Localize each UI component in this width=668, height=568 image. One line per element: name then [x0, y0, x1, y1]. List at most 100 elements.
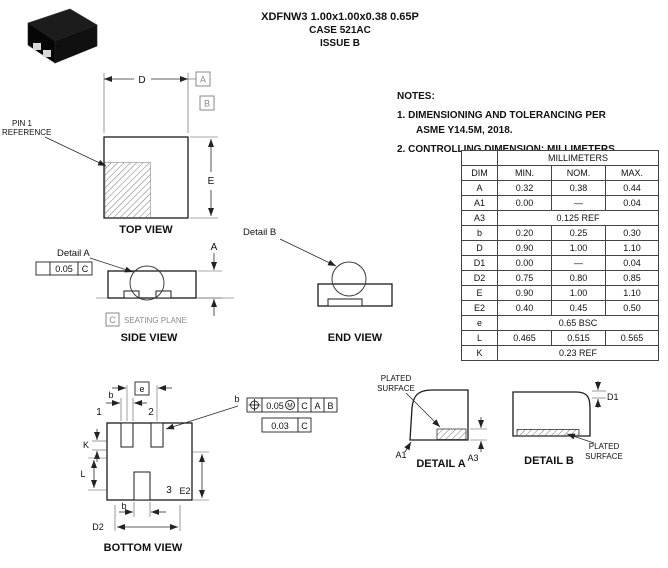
cell-dim: E2 [461, 300, 498, 316]
dim-label-a-upper: A [211, 242, 218, 253]
dim-label-k: K [83, 440, 89, 450]
table-row: E 0.90 1.00 1.10 [461, 285, 659, 301]
detail-a-callout-label: Detail A [57, 248, 90, 259]
fcf-flat-tolerance: 0.03 [271, 421, 289, 431]
pin1-reference-label-2: REFERENCE [2, 128, 51, 137]
cell-min: 0.20 [497, 225, 552, 241]
cell-min: 0.32 [497, 180, 552, 196]
cell-dim: E [461, 285, 498, 301]
fcf-datum-cell [77, 261, 93, 276]
cell-max: 0.50 [605, 300, 659, 316]
top-view: D A B E PIN 1 REFERENCE TOP VIEW [2, 71, 218, 236]
dim-label-e2: E2 [179, 486, 190, 496]
detail-a-callout-circle [129, 265, 165, 301]
cell-min: 0.465 [497, 330, 552, 346]
cell-dim: D2 [461, 270, 498, 286]
side-view-outline [107, 270, 197, 299]
table-row: MILLIMETERS [461, 150, 659, 166]
table-unit-header: MILLIMETERS [497, 150, 659, 166]
cell-max: 0.04 [605, 195, 659, 211]
drawing-title: XDFNW3 1.00x1.00x0.38 0.65P [261, 11, 419, 23]
fcf-pos-tolerance: 0.05 [266, 401, 284, 411]
datum-label-a: A [200, 75, 206, 85]
cell-min: 0.40 [497, 300, 552, 316]
dimensions-table-wrap: MILLIMETERS DIM MIN. NOM. MAX. A 0.32 0.… [461, 150, 659, 361]
bottom-view-title: BOTTOM VIEW [104, 542, 183, 554]
bottom-pad-1 [120, 422, 134, 448]
bottom-pad-3 [133, 471, 151, 501]
dim-label-d2: D2 [92, 522, 104, 532]
leader-line [165, 405, 239, 430]
package-3d [27, 8, 98, 64]
table-row: A3 0.125 REF [461, 210, 659, 226]
note-1-line-1: 1. DIMENSIONING AND TOLERANCING PER [397, 110, 607, 121]
dim-label-b-leader: b [234, 394, 239, 404]
cell-nom: — [551, 195, 606, 211]
cell-dim: K [461, 345, 498, 361]
fcf-datum-cell [323, 397, 338, 413]
detail-b: D1 PLATED SURFACE DETAIL B [512, 381, 623, 467]
table-row: b 0.20 0.25 0.30 [461, 225, 659, 241]
dim-label-b-top: b [108, 390, 113, 400]
side-view: Detail A 0.05 C A C SEATING PLANE SIDE V… [35, 242, 234, 344]
leader-line [89, 257, 134, 273]
cell-dim: L [461, 330, 498, 346]
detail-a: PLATED SURFACE A1 A3 DETAIL A [377, 374, 487, 470]
detail-b-outline [512, 391, 591, 437]
end-view-pad [327, 298, 363, 307]
note-1-line-2: ASME Y14.5M, 2018. [416, 125, 513, 136]
cell-span: 0.65 BSC [497, 315, 659, 331]
pin-label-3: 3 [166, 485, 172, 496]
table-row: K 0.23 REF [461, 345, 659, 361]
col-header-dim: DIM [461, 165, 498, 181]
pin1-reference-label-1: PIN 1 [12, 119, 33, 128]
bottom-pad-2 [150, 422, 164, 448]
cell-max: 0.44 [605, 180, 659, 196]
basic-dim-box [134, 381, 150, 396]
leader-line [566, 433, 595, 444]
cell-min: 0.00 [497, 255, 552, 271]
detail-a-title: DETAIL A [416, 458, 465, 470]
fcf-pos-datum-1: C [301, 401, 308, 411]
col-header-nom: NOM. [551, 165, 606, 181]
detail-b-plated-pad [516, 429, 580, 437]
note-2: 2. CONTROLLING DIMENSION: MILLIMETERS [397, 144, 615, 155]
dim-label-l: L [80, 469, 85, 479]
side-view-pad [155, 290, 172, 299]
cell-dim: D1 [461, 255, 498, 271]
leader-line [404, 441, 412, 453]
plated-surface-label-2: SURFACE [377, 384, 415, 393]
cell-min: 0.90 [497, 240, 552, 256]
chip-pad [43, 50, 51, 57]
cell-nom: 1.00 [551, 240, 606, 256]
dim-label-d: D [138, 75, 145, 86]
cell-max: 0.565 [605, 330, 659, 346]
table-row: D 0.90 1.00 1.10 [461, 240, 659, 256]
table-row: D1 0.00 — 0.04 [461, 255, 659, 271]
cell-max: 0.04 [605, 255, 659, 271]
dim-label-pitch: e [139, 384, 144, 394]
fcf-pos-datum-2: A [314, 401, 320, 411]
dim-label-d1: D1 [607, 392, 619, 402]
bottom-view: 1 2 3 e b K L E2 b [80, 381, 209, 554]
leader-line [44, 136, 107, 167]
cell-min: 0.75 [497, 270, 552, 286]
table-row: L 0.465 0.515 0.565 [461, 330, 659, 346]
cell-dim: A1 [461, 195, 498, 211]
title-block: XDFNW3 1.00x1.00x0.38 0.65P CASE 521AC I… [261, 11, 419, 49]
cell-dim: e [461, 315, 498, 331]
datum-box-c [105, 312, 120, 327]
datum-box-b [199, 95, 215, 111]
table-row: A 0.32 0.38 0.44 [461, 180, 659, 196]
side-view-title: SIDE VIEW [121, 332, 178, 344]
chip-right-face [54, 24, 98, 64]
cell-dim: b [461, 225, 498, 241]
datum-label-c: C [109, 315, 116, 325]
detail-a-outline [409, 389, 469, 441]
cell-span: 0.23 REF [497, 345, 659, 361]
cell-nom: 0.25 [551, 225, 606, 241]
cell-max: 1.10 [605, 285, 659, 301]
dim-label-a3: A3 [467, 453, 478, 463]
